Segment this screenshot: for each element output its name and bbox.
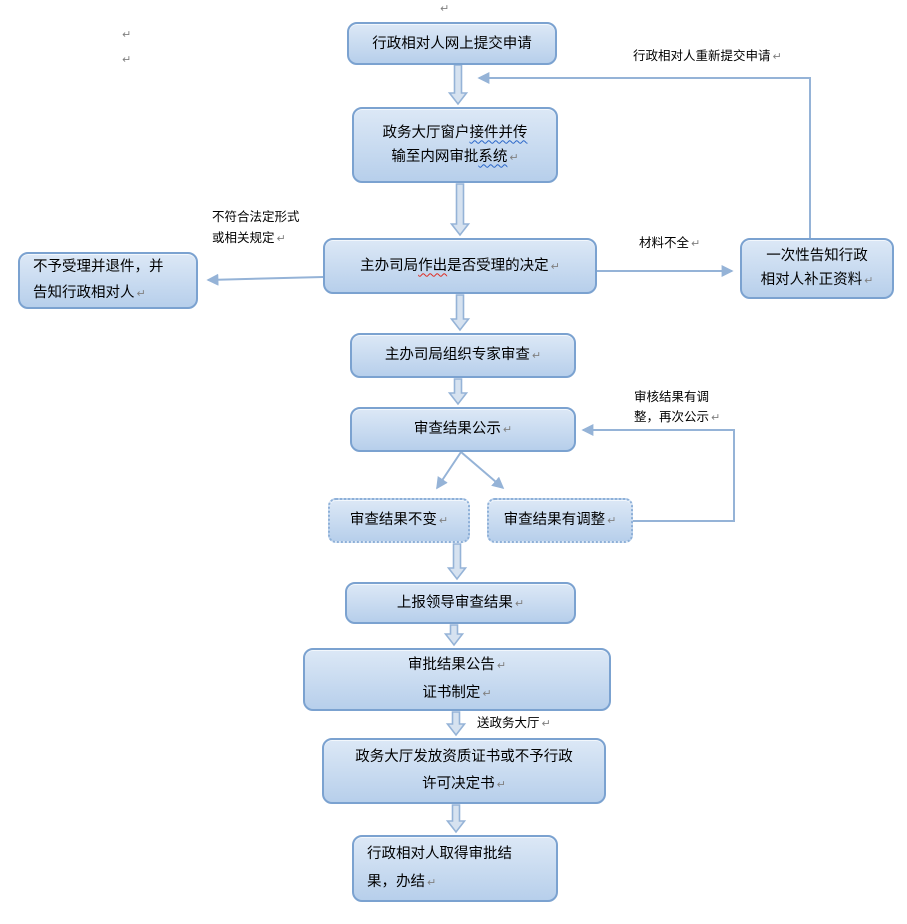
paragraph-mark: ↵	[502, 424, 513, 436]
paragraph-mark: ↵	[711, 412, 721, 424]
node-label: 行政相对人网上提交申请	[372, 35, 532, 52]
arrow-to-reject	[206, 273, 324, 286]
spellcheck-underline: 接件并传	[469, 124, 528, 141]
block-arrows	[443, 64, 471, 834]
arrow-split-left	[436, 451, 462, 490]
node-label: 许可决定书	[422, 775, 495, 792]
node-label: 不予受理并退件，并	[33, 259, 164, 275]
paragraph-mark: ↵	[509, 151, 519, 164]
node-label: 审查结果公示	[413, 421, 501, 437]
paragraph-mark: ↵	[122, 29, 132, 41]
node-label: 告知行政相对人	[33, 285, 135, 301]
arrow-readjust-loop	[581, 424, 735, 522]
paragraph-mark: ↵	[438, 515, 449, 527]
paragraph-mark: ↵	[496, 659, 507, 672]
paragraph-mark: ↵	[550, 260, 560, 273]
node-label: 政务大厅发放资质证书或不予行政	[355, 748, 573, 765]
down-block-arrow	[445, 711, 467, 737]
node-announce-certificate[interactable]: 审批结果公告↵ 证书制定↵	[303, 648, 611, 711]
arrow-resubmit-feedback	[477, 72, 811, 240]
node-label: 输至内网审批	[391, 148, 479, 165]
node-label: 上报领导审查结果	[396, 594, 513, 611]
paragraph-mark: ↵	[136, 288, 146, 300]
down-block-arrow	[447, 378, 469, 406]
node-expert-review[interactable]: 主办司局组织专家审查↵	[350, 333, 576, 378]
label-invalid-form: 不符合法定形式 或相关规定↵	[212, 210, 300, 245]
paragraph-mark: ↵	[772, 51, 782, 63]
down-block-arrow	[445, 804, 467, 834]
node-label: 行政相对人取得审批结	[367, 846, 512, 862]
paragraph-mark: ↵	[864, 275, 874, 287]
node-result-unchanged[interactable]: 审查结果不变↵	[328, 498, 470, 543]
node-label: 审批结果公告	[407, 656, 495, 673]
paragraph-mark: ↵	[122, 54, 132, 66]
paragraph-mark: ↵	[440, 3, 450, 15]
node-result-adjusted[interactable]: 审查结果有调整↵	[487, 498, 633, 543]
label-resubmit: 行政相对人重新提交申请↵	[633, 49, 782, 63]
paragraph-mark: ↵	[541, 718, 551, 730]
paragraph-mark: ↵	[276, 233, 286, 245]
node-label: 一次性告知行政	[766, 248, 868, 264]
paragraph-mark: ↵	[531, 350, 542, 362]
label-incomplete-materials: 材料不全↵	[639, 236, 701, 250]
node-label: 证书制定	[422, 684, 481, 701]
down-block-arrow	[449, 183, 471, 237]
paragraph-mark: ↵	[496, 778, 506, 791]
paragraph-mark: ↵	[427, 877, 437, 889]
node-label: 政务大厅窗户	[382, 124, 470, 141]
node-issue-certificate[interactable]: 政务大厅发放资质证书或不予行政 许可决定书↵	[322, 738, 606, 804]
label-send-to-hall: 送政务大厅↵	[477, 716, 551, 730]
down-block-arrow	[446, 543, 468, 581]
label-readjust-publicity: 审核结果有调 整，再次公示↵	[634, 390, 721, 424]
node-label: 审查结果不变	[349, 512, 437, 528]
down-block-arrow	[449, 294, 471, 332]
down-block-arrow	[443, 624, 465, 647]
node-label: 主办司局组织专家审查	[384, 347, 530, 363]
paragraph-mark: ↵	[482, 687, 492, 700]
node-label: 主办司局	[360, 257, 419, 274]
node-reject-return[interactable]: 不予受理并退件，并 告知行政相对人↵	[18, 252, 198, 309]
node-obtain-result[interactable]: 行政相对人取得审批结 果，办结↵	[352, 835, 558, 902]
node-label: 审查结果有调整	[503, 512, 606, 528]
down-block-arrow	[447, 64, 469, 106]
node-supplement-notice[interactable]: 一次性告知行政 相对人补正资料↵	[740, 238, 894, 299]
node-report-leadership[interactable]: 上报领导审查结果↵	[345, 582, 576, 624]
node-online-submit[interactable]: 行政相对人网上提交申请	[347, 22, 557, 65]
spellcheck-underline: 系统	[478, 148, 508, 165]
node-label: 是否受理的决定	[447, 257, 549, 274]
paragraph-mark: ↵	[514, 597, 525, 610]
spellcheck-underline: 作出	[418, 257, 448, 274]
node-hall-reception[interactable]: 政务大厅窗户接件并传 输至内网审批系统↵	[352, 107, 558, 183]
paragraph-mark: ↵	[691, 238, 701, 250]
node-label: 果，办结	[367, 874, 425, 890]
node-label: 相对人补正资料	[760, 272, 863, 288]
arrow-split-right	[460, 451, 505, 490]
node-acceptance-decision[interactable]: 主办司局作出是否受理的决定↵	[323, 238, 597, 294]
paragraph-mark: ↵	[607, 515, 617, 527]
node-result-publicity[interactable]: 审查结果公示↵	[350, 407, 576, 452]
